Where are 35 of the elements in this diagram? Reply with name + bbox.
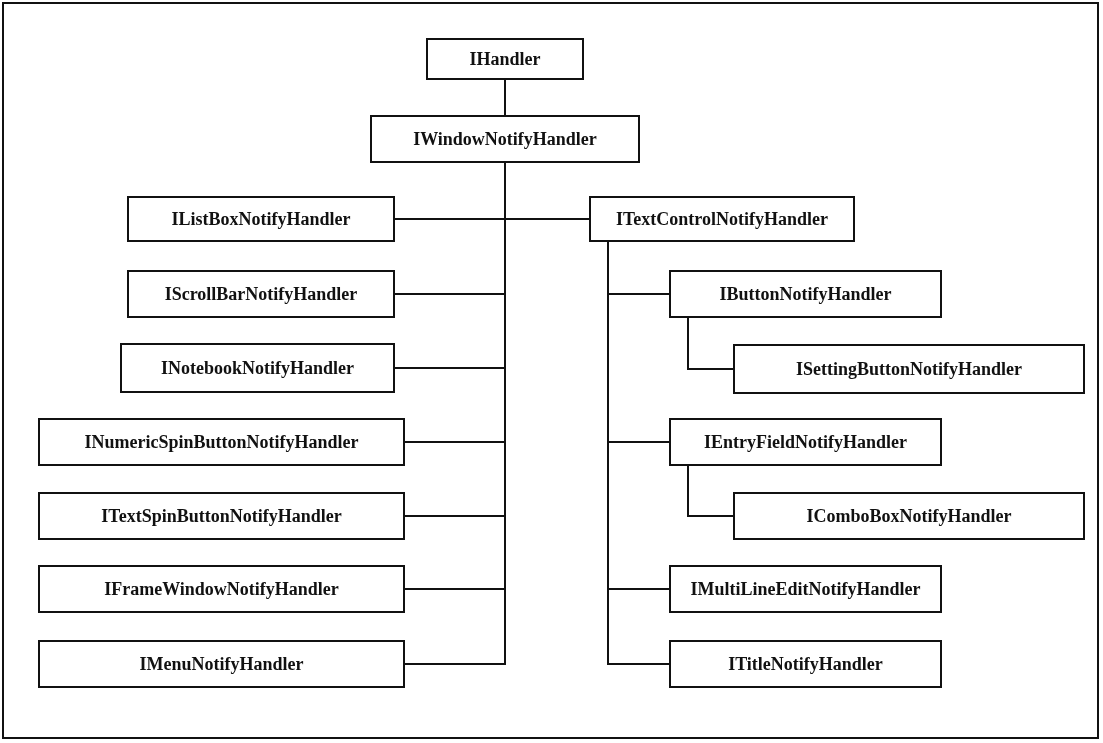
class-box (669, 418, 942, 466)
connector-line (687, 465, 734, 517)
class-box (669, 270, 942, 318)
class-name: IListBoxNotifyHandler (171, 208, 351, 230)
class-name: ISettingButtonNotifyHandler (796, 358, 1022, 380)
class-name: IMenuNotifyHandler (139, 653, 304, 675)
class-name: ITitleNotifyHandler (728, 653, 883, 675)
class-name: ITextControlNotifyHandler (616, 208, 828, 230)
class-name: IHandler (469, 48, 541, 70)
class-name: INumericSpinButtonNotifyHandler (84, 431, 359, 453)
class-name: IMultiLineEditNotifyHandler (690, 578, 921, 600)
class-box (38, 418, 405, 466)
class-box (733, 492, 1085, 540)
class-name: IComboBoxNotifyHandler (806, 505, 1012, 527)
class-box (589, 196, 855, 242)
class-box (120, 343, 395, 393)
class-box (127, 270, 395, 318)
class-name: ITextSpinButtonNotifyHandler (101, 505, 342, 527)
class-box (669, 565, 942, 613)
class-name: IButtonNotifyHandler (719, 283, 892, 305)
class-name: IScrollBarNotifyHandler (164, 283, 358, 305)
class-box (127, 196, 395, 242)
connector-line (687, 317, 734, 370)
class-box (38, 565, 405, 613)
class-box (669, 640, 942, 688)
class-name: IEntryFieldNotifyHandler (704, 431, 907, 453)
class-name: IWindowNotifyHandler (413, 128, 597, 150)
class-box (370, 115, 640, 163)
class-box (38, 492, 405, 540)
connector-line (504, 79, 506, 116)
class-box (426, 38, 584, 80)
class-name: IFrameWindowNotifyHandler (104, 578, 339, 600)
class-box (38, 640, 405, 688)
class-box (733, 344, 1085, 394)
class-name: INotebookNotifyHandler (161, 357, 354, 379)
